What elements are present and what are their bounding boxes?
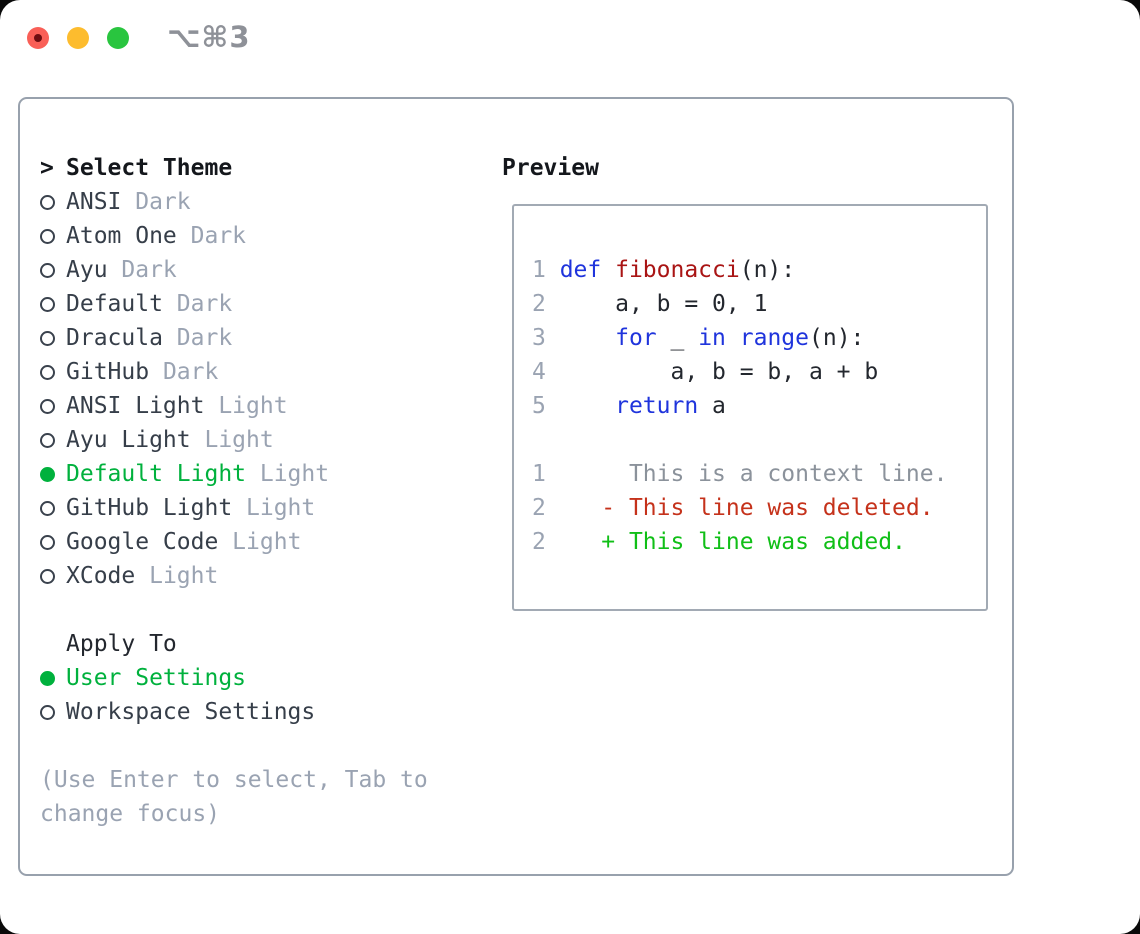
option-variant-label: Dark (149, 359, 219, 385)
code-preview: 1 def fibonacci(n): 2 a, b = 0, 1 3 for _ … (532, 253, 947, 559)
option-label: GitHub (66, 359, 150, 385)
preview-heading: Preview (502, 155, 599, 181)
help-text: (Use Enter to select, Tab to change focu… (40, 767, 442, 827)
option-label: XCode (66, 563, 136, 589)
theme-option-ayu-light[interactable]: Ayu Light Light (40, 423, 440, 457)
theme-option-google-code[interactable]: Google Code Light (40, 525, 440, 559)
option-label: ANSI (66, 189, 122, 215)
radio-icon (40, 398, 55, 414)
theme-option-ansi-light[interactable]: ANSI Light Light (40, 389, 440, 423)
theme-option-xcode[interactable]: XCode Light (40, 559, 440, 593)
option-variant-label: Dark (176, 223, 247, 249)
code-line: 5 return a (532, 393, 726, 419)
radio-icon (40, 500, 55, 516)
radio-icon (40, 296, 55, 312)
radio-icon (40, 704, 55, 720)
theme-option-ayu[interactable]: Ayu Dark (40, 253, 440, 287)
theme-option-ansi[interactable]: ANSI Dark (40, 185, 440, 219)
radio-icon (40, 364, 55, 380)
option-variant-label: Dark (121, 189, 191, 215)
code-line: 2 - This line was deleted. (532, 495, 934, 521)
theme-option-default[interactable]: Default Dark (40, 287, 440, 321)
zoom-button[interactable] (107, 27, 129, 49)
theme-option-default-light[interactable]: Default Light Light (40, 457, 440, 491)
option-variant-label: Light (232, 495, 316, 521)
apply-to-header: Apply To (40, 627, 440, 661)
theme-option-dracula[interactable]: Dracula Dark (40, 321, 440, 355)
option-variant-label: Light (190, 427, 274, 453)
selected-radio-icon (40, 466, 55, 482)
apply-to-heading: Apply To (66, 631, 177, 657)
radio-icon (40, 432, 55, 448)
selected-radio-icon (40, 670, 55, 686)
option-variant-label: Light (204, 393, 288, 419)
minimize-button[interactable] (67, 27, 89, 49)
titlebar: ⌥⌘3 (0, 0, 1140, 76)
apply-option-user-settings[interactable]: User Settings (40, 661, 440, 695)
preview-header: Preview (502, 151, 599, 185)
option-label: Default Light (66, 461, 247, 487)
option-variant-label: Light (218, 529, 302, 555)
option-variant-label: Dark (162, 325, 233, 351)
cursor-indicator: > (40, 155, 54, 181)
modified-dot-icon (34, 34, 42, 42)
option-variant-label: Dark (107, 257, 177, 283)
code-line: 3 for _ in range(n): (532, 325, 865, 351)
option-label: Ayu Light (66, 427, 191, 453)
window-title: ⌥⌘3 (167, 20, 251, 54)
option-variant-label: Dark (162, 291, 233, 317)
radio-icon (40, 194, 55, 210)
theme-select-heading: Select Theme (66, 155, 233, 181)
code-line (532, 423, 947, 457)
option-label: Workspace Settings (66, 699, 316, 725)
code-line: 1 def fibonacci(n): (532, 257, 796, 283)
radio-icon (40, 534, 55, 550)
option-variant-label: Light (246, 461, 330, 487)
apply-option-workspace-settings[interactable]: Workspace Settings (40, 695, 440, 729)
option-label: Default (66, 291, 163, 317)
option-variant-label: Light (135, 563, 219, 589)
option-label: ANSI Light (66, 393, 205, 419)
option-label: Google Code (66, 529, 219, 555)
close-button[interactable] (27, 27, 49, 49)
radio-icon (40, 568, 55, 584)
option-label: Atom One (66, 223, 177, 249)
theme-select-header: > Select Theme (40, 151, 440, 185)
code-line: 1 This is a context line. (532, 461, 948, 487)
traffic-lights (27, 27, 129, 49)
theme-option-github[interactable]: GitHub Dark (40, 355, 440, 389)
option-label: Ayu (66, 257, 108, 283)
radio-icon (40, 228, 55, 244)
radio-icon (40, 330, 55, 346)
radio-icon (40, 262, 55, 278)
option-label: User Settings (66, 665, 247, 691)
theme-option-atom-one[interactable]: Atom One Dark (40, 219, 440, 253)
code-line: 4 a, b = b, a + b (532, 359, 879, 385)
option-label: Dracula (66, 325, 163, 351)
preview-box: 1 def fibonacci(n): 2 a, b = 0, 1 3 for _ … (512, 204, 988, 611)
theme-option-github-light[interactable]: GitHub Light Light (40, 491, 440, 525)
code-line: 2 a, b = 0, 1 (532, 291, 768, 317)
option-label: GitHub Light (66, 495, 233, 521)
code-line: 2 + This line was added. (532, 529, 906, 555)
